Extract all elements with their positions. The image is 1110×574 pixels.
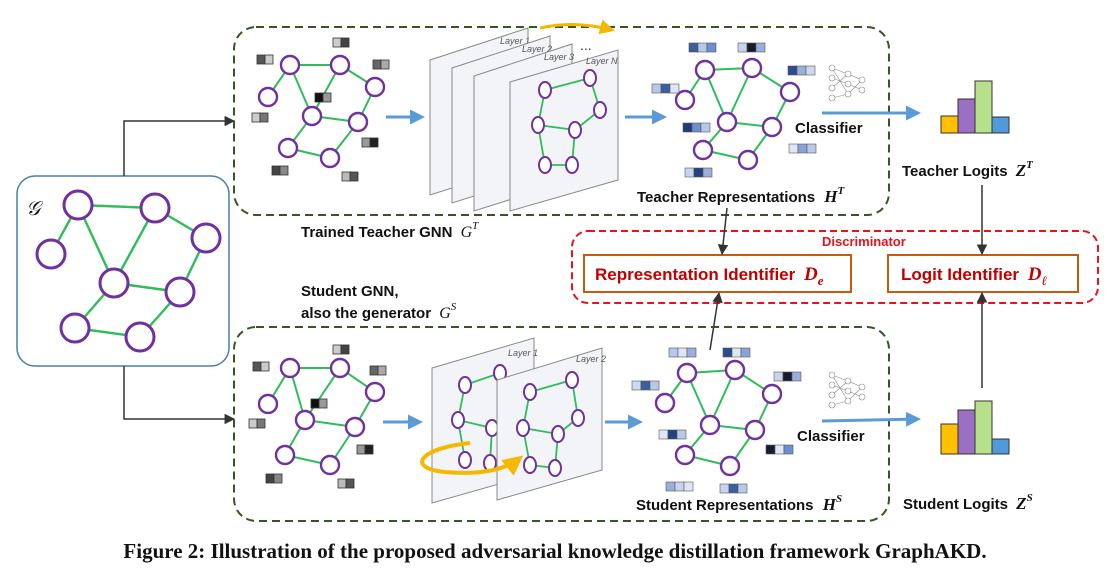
student-representations-label: Student Representations HS (636, 493, 842, 514)
discriminator-frame (571, 230, 1099, 304)
teacher-logit-bar-1 (940, 115, 959, 134)
discriminator-title: Discriminator (822, 234, 906, 249)
teacher-model-label: Trained Teacher GNN GT (301, 220, 479, 241)
svg-text:Layer 1: Layer 1 (500, 36, 530, 46)
student-logit-bar-3 (974, 400, 993, 455)
logit-identifier-label: Logit Identifier Dℓ (901, 264, 1047, 288)
teacher-layer-progress-arrow (539, 19, 615, 35)
teacher-input-features (251, 37, 390, 182)
student-logits-bars (940, 400, 1010, 455)
student-input-graph (248, 344, 387, 489)
svg-text:Layer 2: Layer 2 (576, 354, 606, 364)
teacher-logit-bar-4 (991, 116, 1010, 134)
teacher-input-graph (251, 37, 390, 182)
teacher-logits-bars (940, 80, 1010, 134)
teacher-representations-graph (651, 42, 817, 178)
representation-identifier-box (583, 254, 852, 293)
arrow-teacher-rep-to-identifier (717, 207, 729, 256)
teacher-classifier-network-icon (828, 64, 866, 102)
student-layer-2: Layer 2 (496, 347, 606, 501)
student-representation-vectors (631, 347, 802, 494)
student-layers: Layer 1 Layer 2 (420, 337, 606, 504)
connector-to-teacher (123, 115, 236, 176)
student-representations-graph (631, 347, 802, 494)
teacher-logit-bar-2 (957, 98, 976, 134)
teacher-layers: Layer 1 Layer 2 Layer 3 Layer N (429, 19, 619, 212)
teacher-logits-label: Teacher Logits ZT (902, 159, 1034, 180)
teacher-representations-label: Teacher Representations HT (637, 185, 846, 206)
connector-to-student (123, 366, 236, 425)
input-graph: 𝒢 (16, 175, 230, 367)
student-logit-bar-4 (991, 438, 1010, 455)
student-logit-bar-1 (940, 423, 959, 455)
student-classifier-label: Classifier (797, 428, 865, 445)
student-layer-cycle-arrow (420, 441, 524, 476)
student-arrow-to-logits (821, 411, 921, 427)
svg-text:Layer N: Layer N (586, 56, 618, 66)
svg-text:Layer 1: Layer 1 (508, 348, 538, 358)
student-frame (233, 326, 890, 522)
teacher-representation-vectors (651, 42, 817, 178)
teacher-layer-n: Layer N (509, 49, 619, 212)
svg-text:Layer 2: Layer 2 (522, 44, 552, 54)
teacher-classifier-label: Classifier (795, 120, 863, 137)
arrow-student-rep-to-identifier (709, 291, 723, 351)
student-model-label-line2: also the generator GS (301, 301, 457, 322)
teacher-frame (233, 26, 890, 216)
input-graph-symbol: 𝒢 (26, 196, 44, 220)
student-model-label-line1: Student GNN, (301, 283, 399, 300)
representation-identifier-label: Representation Identifier De (595, 264, 824, 288)
teacher-layer-ellipsis: ... (580, 37, 592, 53)
input-graph-nodes (35, 189, 222, 353)
student-classifier-network-icon (828, 371, 866, 409)
svg-text:Layer 3: Layer 3 (544, 52, 574, 62)
student-logit-bar-2 (957, 409, 976, 455)
figure-caption: Figure 2: Illustration of the proposed a… (123, 539, 987, 563)
student-input-features (248, 344, 387, 489)
student-logits-label: Student Logits ZS (903, 492, 1033, 513)
teacher-logit-bar-3 (974, 80, 993, 134)
